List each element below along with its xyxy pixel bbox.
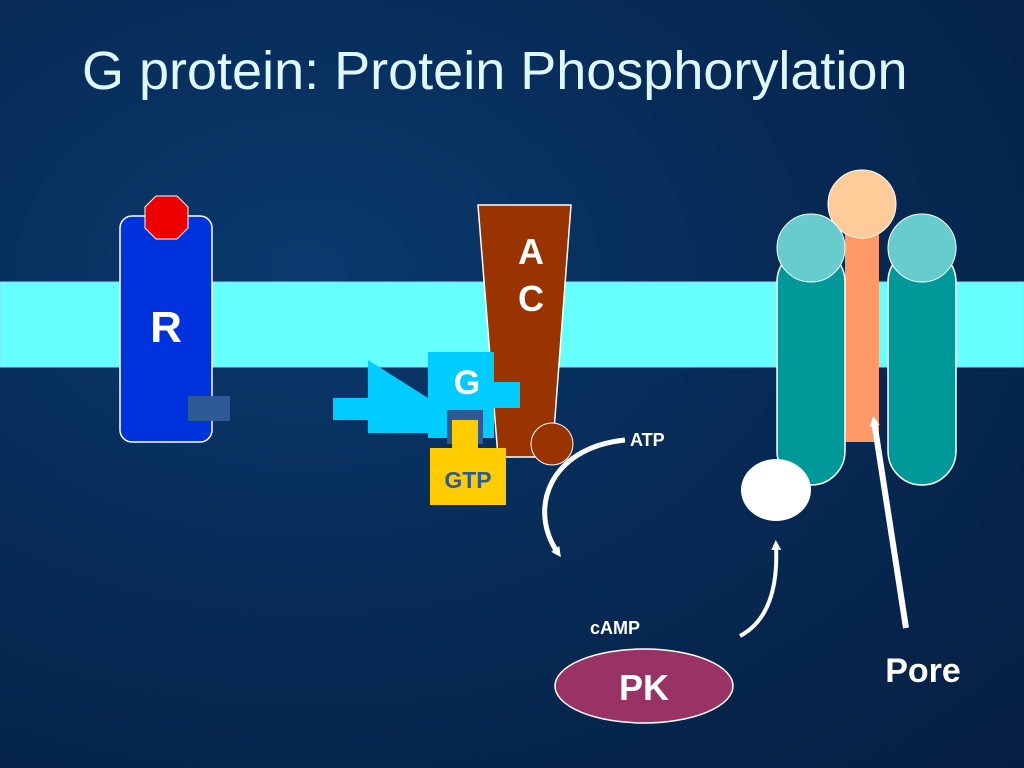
slide-title: G protein: Protein Phosphorylation	[82, 41, 908, 101]
receptor-label: R	[150, 303, 182, 352]
phosphorylation-site	[741, 459, 811, 521]
receptor: R	[119, 195, 230, 443]
atp-label: ATP	[630, 430, 665, 450]
gtp-label: GTP	[444, 467, 491, 493]
adenylyl-cyclase-label-a: A	[518, 231, 544, 272]
channel-subunit-left	[776, 247, 846, 486]
pore-center	[845, 205, 879, 442]
g-protein-label: G	[454, 364, 480, 402]
gtp-block	[430, 448, 506, 505]
ion-channel	[741, 169, 957, 521]
atp-to-camp-arrow	[542, 437, 626, 558]
adenylyl-cyclase-label-c: C	[518, 278, 544, 319]
protein-kinase: PK	[554, 648, 734, 724]
gtp-stem	[452, 420, 478, 450]
protein-kinase-ellipse	[554, 648, 734, 724]
g-protein-arm	[333, 360, 428, 433]
pore-label: Pore	[885, 652, 961, 690]
channel-subunit-right-top	[887, 213, 957, 283]
channel-subunit-left-top	[776, 213, 846, 283]
channel-subunit-right	[887, 247, 957, 486]
protein-kinase-label: PK	[619, 667, 669, 708]
receptor-binding-site	[188, 396, 230, 421]
gtp-molecule: GTP	[430, 420, 506, 505]
ligand-octagon	[144, 195, 189, 240]
pore-top	[827, 169, 897, 239]
adenylyl-cyclase-catalytic-site	[530, 422, 574, 466]
g-protein-tab	[488, 382, 520, 408]
pk-to-channel-arrow	[739, 540, 782, 638]
camp-label: cAMP	[590, 618, 640, 638]
pore-arrow	[869, 416, 909, 629]
